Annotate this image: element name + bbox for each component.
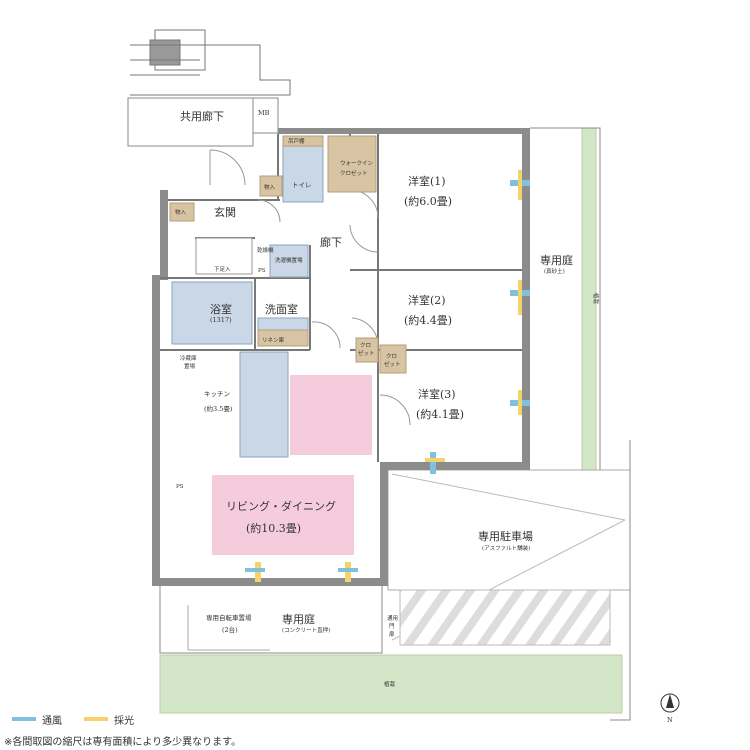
toilet-area bbox=[282, 139, 324, 203]
label-western1-size: (約6.0畳) bbox=[404, 194, 452, 208]
light-air-marks bbox=[245, 170, 530, 582]
kitchen-counter bbox=[239, 351, 289, 458]
label-western1: 洋室(1) bbox=[408, 174, 446, 188]
label-storage-1: 物入 bbox=[175, 208, 187, 216]
north-arrow: N bbox=[660, 693, 680, 724]
label-living-size: (約10.3畳) bbox=[246, 521, 301, 535]
label-shoe-box: 下足入 bbox=[214, 266, 231, 273]
label-kitchen-size: (約3.5畳) bbox=[204, 404, 233, 413]
label-ps-2: PS bbox=[176, 484, 184, 490]
label-walk-in: ウォークイン bbox=[340, 159, 374, 167]
label-closet-2b: ゼット bbox=[384, 360, 401, 368]
label-dryer: 乾燥機 bbox=[257, 246, 274, 254]
label-bike: 専用自転車置場 bbox=[206, 613, 252, 622]
label-bath: 浴室 bbox=[210, 302, 232, 316]
label-gate-2: 門 bbox=[389, 623, 395, 630]
label-garden-east-sub: (真砂土) bbox=[544, 267, 565, 275]
shared-corridor bbox=[127, 97, 254, 147]
scale-note: ※各間取図の縮尺は専有面積により多少異なります。 bbox=[4, 737, 242, 748]
legend-ventilation-label: 通風 bbox=[42, 715, 62, 727]
label-parking: 専用駐車場 bbox=[478, 529, 533, 543]
label-kitchen: キッチン bbox=[204, 390, 230, 398]
label-linen: リネン庫 bbox=[262, 336, 285, 344]
label-planting-south: 植栽 bbox=[384, 680, 396, 688]
bath-area bbox=[171, 281, 253, 345]
legend-ventilation: 通風 bbox=[12, 712, 62, 727]
north-label: N bbox=[667, 716, 673, 724]
label-storage-2: 物入 bbox=[264, 183, 276, 191]
label-entrance: 玄関 bbox=[214, 205, 236, 219]
label-fridge: 冷蔵庫 bbox=[180, 354, 197, 362]
legend: 通風 採光 bbox=[12, 712, 156, 727]
shoe-box bbox=[195, 237, 253, 275]
label-ps-1: PS bbox=[258, 268, 266, 274]
storage-2 bbox=[259, 175, 283, 197]
label-gate-1: 通用 bbox=[387, 614, 398, 622]
label-gate-3: 扉 bbox=[389, 630, 395, 638]
daylight-swatch bbox=[84, 717, 108, 721]
label-closet-1b: ゼット bbox=[358, 349, 375, 357]
label-garden-east: 専用庭 bbox=[540, 253, 573, 267]
label-western3: 洋室(3) bbox=[418, 387, 456, 401]
parking-area bbox=[387, 440, 631, 721]
label-closet-1: クロ bbox=[360, 342, 371, 349]
label-living: リビング・ダイニング bbox=[226, 499, 336, 513]
walk-in-closet bbox=[327, 135, 377, 193]
linen-storage bbox=[257, 329, 309, 347]
ventilation-swatch bbox=[12, 717, 36, 721]
label-shared-corridor: 共用廊下 bbox=[180, 109, 224, 123]
storage-1 bbox=[169, 202, 195, 222]
outer-walls bbox=[152, 128, 530, 586]
label-western2-size: (約4.4畳) bbox=[404, 313, 452, 327]
washer-area bbox=[269, 244, 309, 278]
label-bath-size: (1317) bbox=[210, 316, 232, 324]
label-fridge-2: 置場 bbox=[184, 362, 196, 370]
mb-box bbox=[252, 97, 279, 134]
legend-daylight-label: 採光 bbox=[114, 715, 134, 727]
pink-zone-living bbox=[212, 475, 354, 555]
label-garden-south-sub: (コンクリート直押) bbox=[282, 626, 330, 634]
label-bike-count: (2台) bbox=[222, 625, 238, 634]
closet-2 bbox=[379, 344, 407, 374]
label-parking-sub: (アスファルト舗装) bbox=[482, 544, 530, 552]
pink-zone-center bbox=[290, 375, 372, 455]
label-planting-east: 植栽 bbox=[592, 293, 600, 305]
label-garden-south: 専用庭 bbox=[282, 612, 315, 626]
label-hallway: 廊下 bbox=[320, 235, 342, 249]
label-mb: MB bbox=[258, 109, 270, 117]
label-closet-2: クロ bbox=[386, 353, 397, 360]
shelf bbox=[282, 135, 324, 147]
label-washer: 洗濯機置場 bbox=[275, 256, 303, 264]
label-walk-in-2: クロゼット bbox=[340, 169, 368, 177]
label-western2: 洋室(2) bbox=[408, 293, 446, 307]
closet-1 bbox=[355, 337, 379, 363]
label-toilet: トイレ bbox=[292, 181, 312, 189]
label-shelf: 吊戸棚 bbox=[288, 137, 305, 145]
legend-daylight: 採光 bbox=[84, 712, 134, 727]
south-garden bbox=[159, 584, 383, 654]
label-washroom: 洗面室 bbox=[265, 302, 298, 316]
planting-strip-south bbox=[159, 654, 623, 714]
label-western3-size: (約4.1畳) bbox=[416, 407, 464, 421]
